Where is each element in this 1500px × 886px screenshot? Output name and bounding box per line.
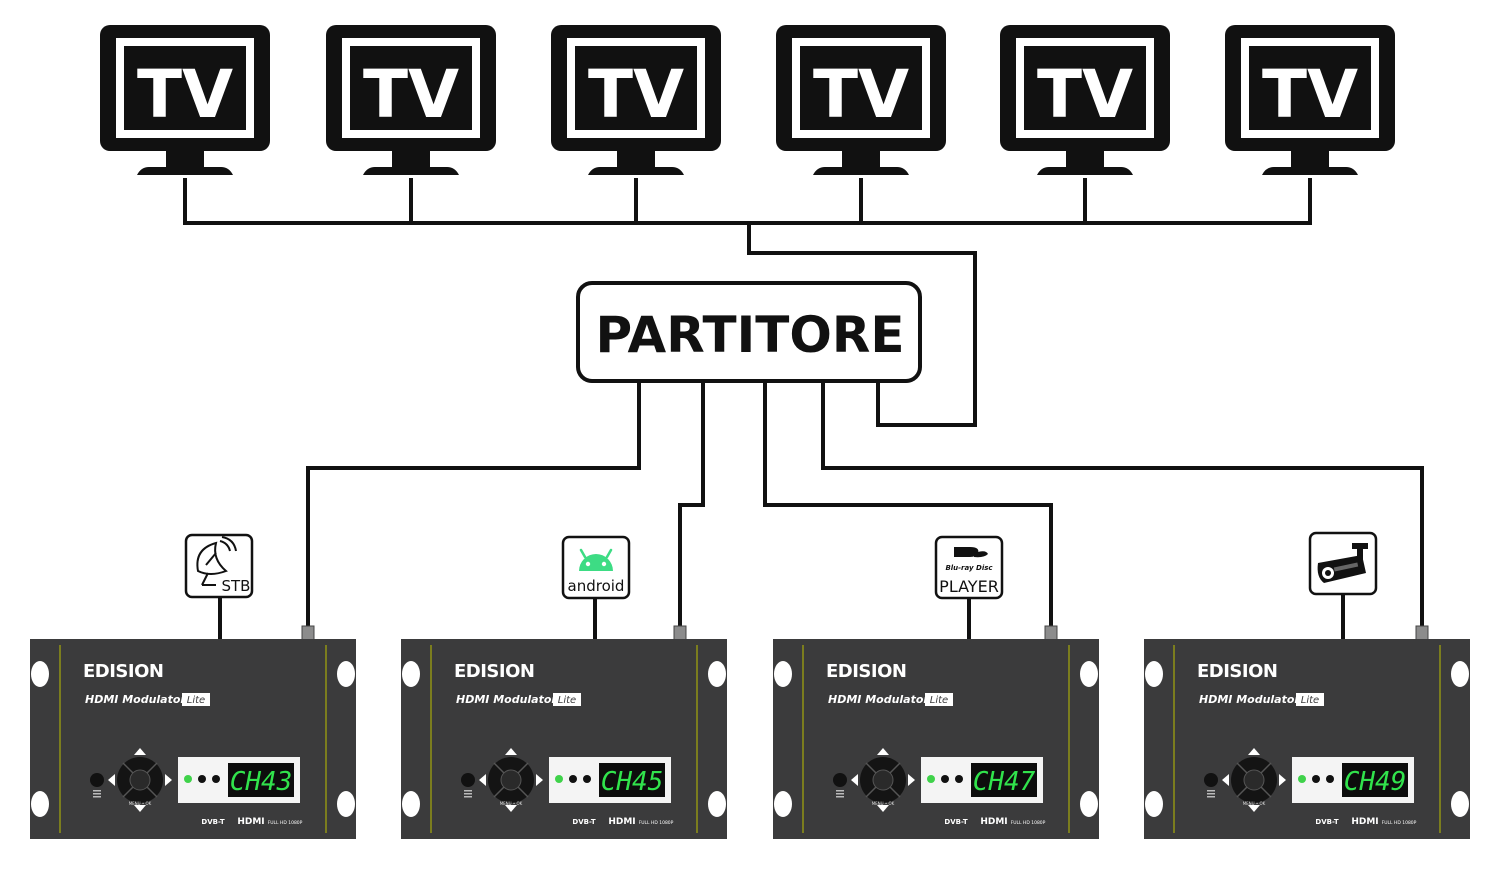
brand-logo: EDISION (1197, 661, 1277, 682)
logo-dvbt: DVB-T (572, 818, 595, 826)
logo-1080p: FULL HD 1080P (268, 820, 303, 826)
source-label: android (568, 577, 625, 595)
model-edition: Lite (187, 695, 205, 706)
menu-ok-label: MENU • OK (872, 801, 895, 806)
menu-ok-label: MENU • OK (129, 801, 152, 806)
bluray-brand: Blu-ray Disc (945, 564, 993, 572)
bluray-icon (954, 547, 988, 558)
tv-6: TV (1225, 25, 1395, 175)
splitter-box: PARTITORE (576, 281, 922, 383)
logo-hdmi: HDMI (608, 817, 635, 827)
logo-hdmi: HDMI (237, 817, 264, 827)
model-edition: Lite (1301, 695, 1319, 706)
modulator-2: EDISION HDMI Modulator Lite CH45 MENU • … (400, 638, 728, 840)
source-android: android (561, 535, 631, 600)
modulator-3: EDISION HDMI Modulator Lite CH47 MENU • … (772, 638, 1100, 840)
splitter-to-modulator-3 (763, 382, 1053, 628)
menu-ok-label: MENU • OK (500, 801, 523, 806)
menu-ok-label: MENU • OK (1243, 801, 1266, 806)
splitter-label: PARTITORE (596, 306, 905, 364)
splitter-to-modulator-1 (306, 382, 641, 628)
channel-display: CH45 (601, 767, 664, 797)
model-name: HDMI Modulator (456, 693, 557, 706)
tv-label: TV (137, 56, 233, 133)
tv-label: TV (588, 56, 684, 133)
tv-3: TV (551, 25, 721, 175)
bus-to-splitter-line (747, 223, 977, 427)
model-edition: Lite (558, 695, 576, 706)
android-icon (579, 548, 613, 571)
source-label: STB (222, 577, 251, 595)
tv-label: TV (1037, 56, 1133, 133)
splitter-to-modulator-4 (821, 382, 1424, 628)
brand-logo: EDISION (83, 661, 163, 682)
brand-logo: EDISION (826, 661, 906, 682)
logo-1080p: FULL HD 1080P (639, 820, 674, 826)
satellite-dish-icon (196, 536, 237, 586)
logo-dvbt: DVB-T (1315, 818, 1338, 826)
source-cctv (1308, 531, 1378, 596)
channel-display: CH47 (973, 767, 1036, 797)
brand-logo: EDISION (454, 661, 534, 682)
source-stb: STB (184, 533, 254, 599)
tv-label: TV (1262, 56, 1358, 133)
channel-display: CH43 (230, 767, 293, 797)
model-name: HDMI Modulator (1199, 693, 1300, 706)
channel-display: CH49 (1344, 767, 1407, 797)
coax-connectors (301, 625, 1429, 641)
source-label: PLAYER (939, 577, 999, 596)
model-name: HDMI Modulator (828, 693, 929, 706)
modulator-4: EDISION HDMI Modulator Lite CH49 MENU • … (1143, 638, 1471, 840)
source-bluray: Blu-ray Disc PLAYER (934, 535, 1004, 600)
model-edition: Lite (930, 695, 948, 706)
tv-bus-line (183, 178, 1312, 225)
logo-dvbt: DVB-T (944, 818, 967, 826)
model-name: HDMI Modulator (85, 693, 186, 706)
tv-label: TV (363, 56, 459, 133)
tv-label: TV (813, 56, 909, 133)
tv-5: TV (1000, 25, 1170, 175)
modulator-1: EDISION HDMI Modulator Lite CH43 MENU • … (29, 638, 357, 840)
tv-4: TV (776, 25, 946, 175)
logo-hdmi: HDMI (980, 817, 1007, 827)
tv-2: TV (326, 25, 496, 175)
tv-1: TV (100, 25, 270, 175)
splitter-to-modulator-2 (678, 382, 705, 628)
logo-1080p: FULL HD 1080P (1382, 820, 1417, 826)
cctv-camera-icon (1317, 543, 1368, 583)
connection-lines (183, 178, 1424, 640)
logo-1080p: FULL HD 1080P (1011, 820, 1046, 826)
logo-dvbt: DVB-T (201, 818, 224, 826)
logo-hdmi: HDMI (1351, 817, 1378, 827)
